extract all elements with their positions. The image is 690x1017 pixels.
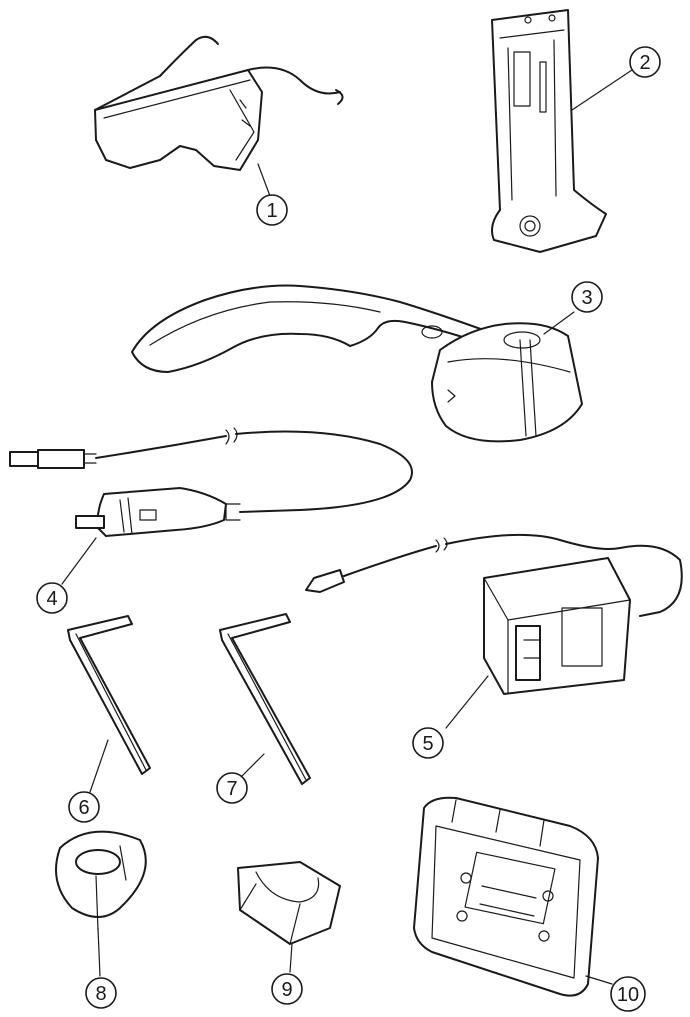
ferrite-core-illustration (55, 830, 147, 931)
ac-adapter-illustration (305, 533, 683, 695)
leader-line-7 (241, 753, 265, 777)
svg-text:7: 7 (226, 778, 237, 800)
leader-lines (61, 69, 633, 985)
carry-case-illustration (413, 796, 599, 997)
hex-key-small-illustration (67, 615, 151, 775)
leader-line-10 (585, 975, 613, 985)
svg-text:3: 3 (581, 287, 592, 309)
svg-text:1: 1 (266, 200, 277, 222)
leader-line-3 (543, 311, 575, 335)
callout-8: 8 (85, 977, 117, 1009)
svg-text:10: 10 (617, 984, 639, 1006)
leader-line-5 (445, 675, 489, 729)
ferrite-clip-illustration (237, 861, 341, 945)
safety-glasses-illustration (94, 35, 344, 171)
callout-10: 10 (610, 976, 646, 1012)
battery-pack-illustration (491, 9, 607, 253)
callout-5: 5 (412, 727, 444, 759)
svg-text:9: 9 (281, 979, 292, 1001)
callout-2: 2 (629, 46, 661, 78)
leader-line-9 (289, 943, 293, 973)
callout-6: 6 (68, 791, 100, 823)
svg-text:2: 2 (639, 52, 650, 74)
leader-line-2 (571, 69, 633, 111)
leader-line-4 (61, 537, 97, 585)
leader-line-6 (89, 739, 109, 793)
svg-text:4: 4 (46, 588, 57, 610)
callout-7: 7 (216, 772, 248, 804)
charger-with-strap-illustration (131, 284, 583, 443)
svg-text:8: 8 (95, 983, 106, 1005)
callout-1: 1 (256, 194, 288, 226)
svg-text:6: 6 (78, 797, 89, 819)
callout-4: 4 (36, 582, 68, 614)
leader-line-8 (97, 927, 101, 977)
callout-9: 9 (271, 973, 303, 1005)
leader-line-1 (257, 163, 271, 197)
car-adapter-cable-illustration (9, 427, 413, 537)
svg-text:5: 5 (422, 733, 433, 755)
hex-key-large-illustration (219, 613, 311, 785)
callout-3: 3 (571, 281, 603, 313)
